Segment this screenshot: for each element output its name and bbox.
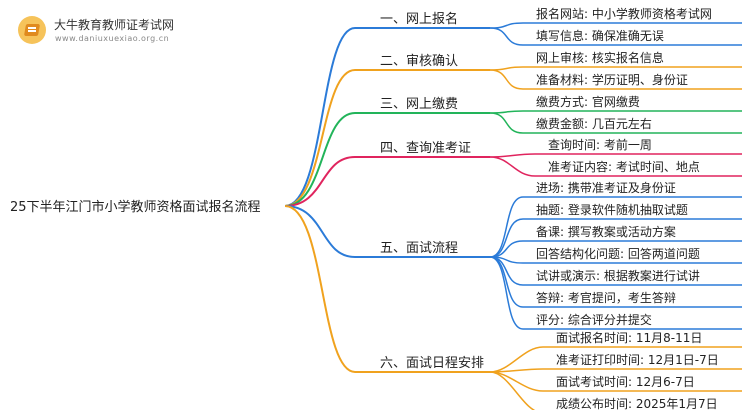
branch-label: 三、网上缴费 [380, 97, 458, 112]
branch-connector [284, 205, 356, 258]
leaf-label: 面试考试时间: 12月6-7日 [556, 374, 695, 389]
leaf-label: 试讲或演示: 根据教案进行试讲 [536, 268, 700, 283]
branch-label: 一、网上报名 [380, 11, 458, 27]
leaf-label: 缴费方式: 官网缴费 [536, 94, 640, 109]
leaf-label: 网上审核: 核实报名信息 [536, 50, 664, 65]
leaf-label: 准考证打印时间: 12月1日-7日 [556, 353, 719, 367]
leaf-label: 缴费金额: 几百元左右 [536, 116, 652, 131]
leaf-connector [489, 66, 524, 71]
leaf-connector [489, 196, 524, 258]
leaf-label: 进场: 携带准考证及身份证 [536, 180, 676, 195]
branch-label: 四、查询准考证 [380, 141, 471, 156]
leaf-label: 报名网站: 中小学教师资格考试网 [536, 6, 712, 21]
root-topic: 25下半年江门市小学教师资格面试报名流程 [10, 199, 261, 215]
leaf-label: 准备材料: 学历证明、身份证 [536, 72, 688, 87]
leaf-connector [489, 256, 524, 308]
site-logo: 大牛教育教师证考试网 www.daniuxuexiao.org.cn [18, 14, 238, 50]
leaf-connector [489, 69, 524, 90]
leaf-label: 面试报名时间: 11月8-11日 [556, 330, 702, 345]
branch-connector [284, 69, 356, 207]
leaf-connector [489, 256, 524, 330]
leaf-connector [489, 371, 536, 410]
branch-connector [284, 205, 356, 373]
leaf-label: 备课: 撰写教案或活动方案 [536, 224, 676, 239]
book-logo-icon [18, 16, 46, 44]
leaf-label: 填写信息: 确保准确无误 [536, 28, 664, 43]
leaf-label: 答辩: 考官提问，考生答辩 [536, 290, 676, 305]
leaf-connector [489, 346, 544, 373]
leaf-connector [489, 112, 524, 134]
leaf-connector [489, 22, 524, 29]
leaf-label: 回答结构化问题: 回答两道问题 [536, 246, 700, 261]
logo-title: 大牛教育教师证考试网 [54, 18, 175, 32]
leaf-label: 查询时间: 考前一周 [548, 137, 652, 152]
branch-label: 二、审核确认 [380, 54, 458, 69]
leaf-connector [489, 156, 536, 177]
branch-connector [284, 112, 356, 207]
leaf-label: 抽题: 登录软件随机抽取试题 [536, 202, 688, 217]
branch-label: 五、面试流程 [380, 241, 458, 256]
leaf-label: 评分: 综合评分并提交 [536, 312, 652, 327]
leaf-label: 成绩公布时间: 2025年1月7日 [556, 397, 718, 410]
leaf-connector [489, 27, 524, 46]
leaf-connector [489, 153, 536, 158]
leaf-label: 准考证内容: 考试时间、地点 [548, 159, 700, 174]
branch-connector [284, 27, 356, 207]
branch-connector [284, 156, 356, 207]
logo-url: www.daniuxuexiao.org.cn [55, 34, 170, 43]
branch-label: 六、面试日程安排 [380, 356, 484, 371]
leaf-connector [489, 110, 524, 114]
